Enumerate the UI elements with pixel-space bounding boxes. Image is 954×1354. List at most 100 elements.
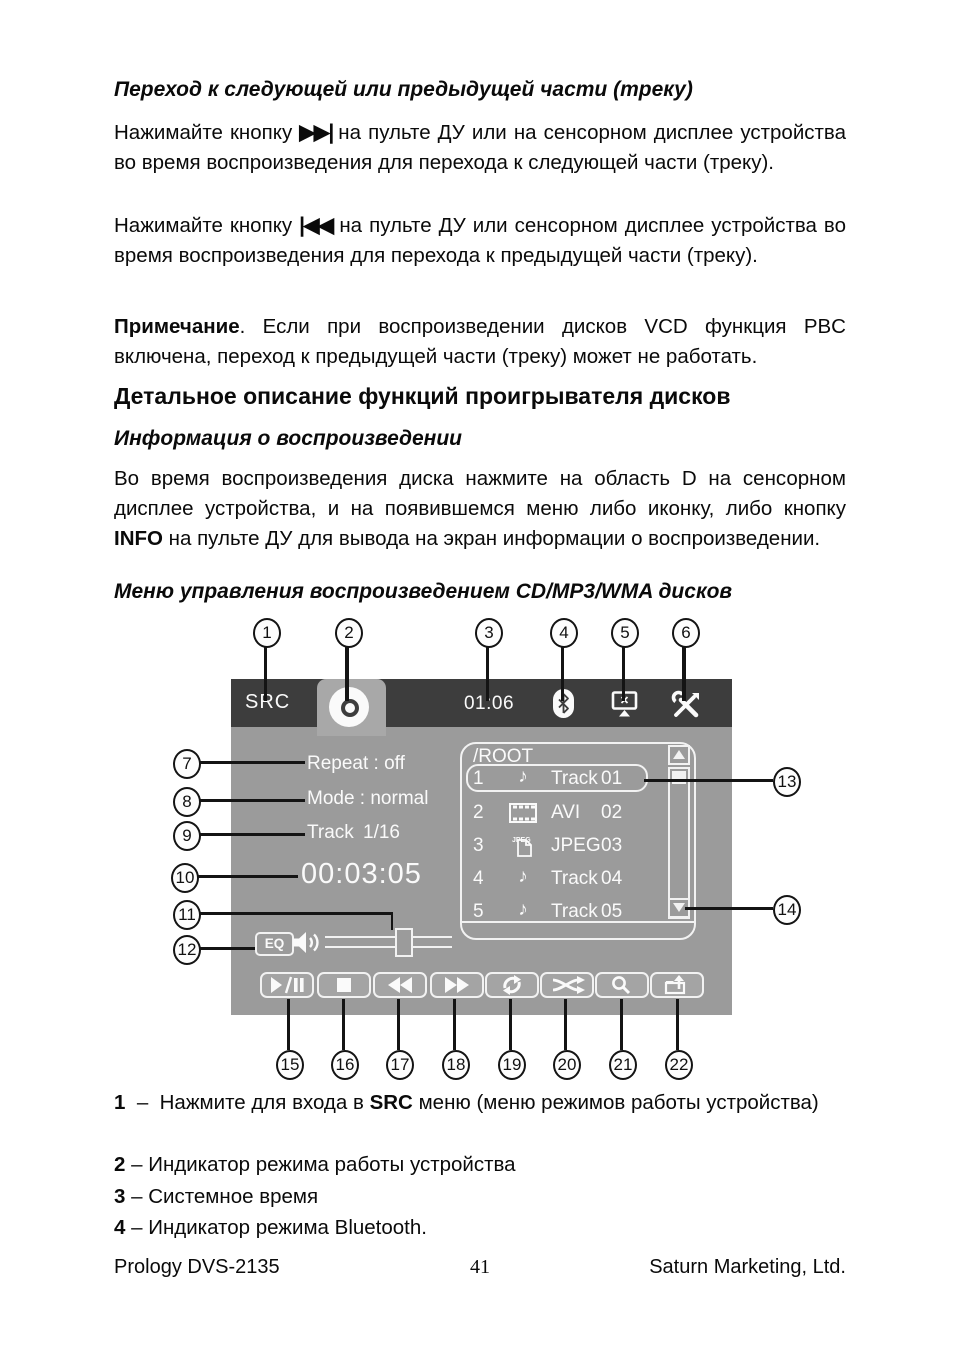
track-label: Track	[307, 822, 354, 843]
leader-line	[620, 999, 623, 1050]
volume-slider[interactable]	[325, 936, 452, 948]
scroll-up-button[interactable]	[668, 745, 690, 765]
leader-line	[197, 947, 255, 950]
page-number: 41	[470, 1256, 490, 1278]
leader-line	[342, 999, 345, 1050]
fast-forward-button[interactable]	[430, 972, 484, 998]
legend-item-2: 2 – Индикатор режима работы устройства	[114, 1153, 516, 1176]
repeat-button[interactable]	[485, 972, 539, 998]
leader-line	[197, 833, 305, 836]
shuffle-button[interactable]	[540, 972, 594, 998]
file-row[interactable]: 3 JPEG JPEG 03	[462, 835, 662, 857]
speaker-icon	[293, 932, 319, 953]
music-note-icon: ♪	[518, 899, 528, 920]
rewind-icon	[388, 977, 412, 993]
callout-21: 21	[609, 1050, 637, 1080]
filmstrip-icon	[506, 800, 540, 828]
callout-9: 9	[173, 821, 201, 851]
fast-forward-icon	[445, 977, 469, 993]
section-heading-skip: Переход к следующей или предыдущей части…	[114, 78, 693, 101]
jpeg-file-icon: JPEG	[506, 833, 540, 863]
leader-line	[264, 644, 267, 701]
file-row[interactable]: 2 AVI 02	[462, 802, 662, 824]
music-note-icon: ♪	[518, 866, 528, 887]
volume-handle[interactable]	[395, 928, 413, 957]
file-row[interactable]: 1 ♪ Track 01	[473, 766, 623, 789]
scrollbar-track[interactable]	[668, 767, 690, 919]
file-row[interactable]: 5 ♪ Track 05	[473, 899, 623, 922]
leader-line	[453, 999, 456, 1050]
leader-line	[561, 644, 564, 701]
file-row[interactable]: 4 ♪ Track 04	[473, 866, 623, 889]
callout-6: 6	[672, 618, 700, 648]
callout-15: 15	[276, 1050, 304, 1080]
callout-22: 22	[665, 1050, 693, 1080]
eq-button[interactable]: EQ	[255, 932, 294, 956]
callout-12: 12	[173, 935, 201, 965]
stop-button[interactable]	[317, 972, 371, 998]
next-track-icon: ▶▶|	[299, 120, 334, 144]
bluetooth-icon	[553, 689, 574, 718]
player-screen-figure: SRC 01:06 Repeat : off Mode : normal Tra…	[0, 608, 954, 1086]
callout-17: 17	[386, 1050, 414, 1080]
leader-line	[486, 644, 489, 701]
display-icon[interactable]	[607, 691, 642, 718]
paragraph-playback-info: Во время воспроизведения диска нажмите н…	[114, 466, 846, 550]
shuffle-icon	[552, 976, 585, 994]
footer-company: Saturn Marketing, Ltd.	[649, 1256, 846, 1278]
callout-14: 14	[773, 895, 801, 925]
zoom-icon	[612, 976, 631, 995]
play-pause-icon	[271, 976, 304, 994]
tools-icon[interactable]	[671, 690, 702, 719]
play-pause-button[interactable]	[260, 972, 314, 998]
file-browser-panel: /ROOT 1 ♪ Track 01 2	[460, 742, 696, 940]
legend-item-1: 1 – Нажмите для входа в SRC меню (меню р…	[114, 1091, 819, 1114]
music-note-icon: ♪	[518, 766, 528, 787]
leader-line	[197, 912, 393, 915]
current-folder: /ROOT	[473, 746, 534, 767]
leader-line	[397, 999, 400, 1050]
folder-up-button[interactable]	[650, 972, 704, 998]
leader-line	[622, 644, 625, 701]
elapsed-time: 00:03:05	[301, 858, 422, 890]
leader-line	[287, 999, 290, 1050]
callout-5: 5	[611, 618, 639, 648]
scrollbar-thumb[interactable]	[672, 771, 686, 784]
leader-line	[564, 999, 567, 1050]
scroll-down-icon	[673, 903, 685, 912]
callout-10: 10	[171, 863, 199, 893]
source-mode-tab	[317, 679, 386, 736]
callout-8: 8	[173, 787, 201, 817]
disc-ring	[341, 699, 359, 717]
subheading-cd-menu: Меню управления воспроизведением CD/MP3/…	[114, 580, 733, 603]
zoom-button[interactable]	[595, 972, 649, 998]
callout-7: 7	[173, 749, 201, 779]
leader-line	[509, 999, 512, 1050]
callout-19: 19	[498, 1050, 526, 1080]
folder-up-icon	[664, 975, 686, 995]
callout-16: 16	[331, 1050, 359, 1080]
scroll-up-icon	[673, 750, 685, 759]
src-button[interactable]: SRC	[245, 691, 291, 713]
mode-status: Mode : normal	[307, 788, 429, 809]
system-clock: 01:06	[463, 693, 515, 714]
leader-line	[345, 644, 349, 701]
paragraph-note: Примечание. Если при воспроизведении дис…	[114, 314, 846, 368]
callout-13: 13	[773, 767, 801, 797]
touch-screen[interactable]: SRC 01:06 Repeat : off Mode : normal Tra…	[231, 679, 732, 1015]
rewind-button[interactable]	[373, 972, 427, 998]
subheading-playback-info: Информация о воспроизведении	[114, 427, 463, 450]
stop-icon	[337, 978, 351, 992]
callout-18: 18	[442, 1050, 470, 1080]
disc-icon	[329, 687, 369, 727]
leader-line	[197, 799, 305, 802]
leader-line	[390, 912, 393, 930]
leader-line	[195, 875, 298, 878]
leader-line	[676, 999, 679, 1050]
svg-text:JPEG: JPEG	[512, 837, 531, 844]
leader-line	[644, 779, 773, 782]
leader-line	[682, 644, 686, 701]
prev-track-icon: |◀◀	[299, 213, 335, 237]
callout-3: 3	[475, 618, 503, 648]
callout-2: 2	[335, 618, 363, 648]
